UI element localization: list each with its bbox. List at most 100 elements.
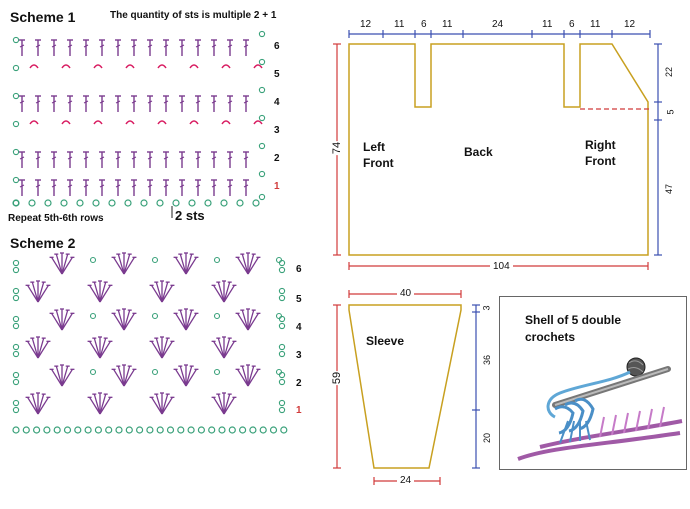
shell-stitch-symbol <box>223 340 235 359</box>
chain-stitch-symbol <box>89 312 97 320</box>
chain-stitch-symbol <box>166 426 175 434</box>
shell-stitch-symbol <box>223 281 231 303</box>
shell-stitch-symbol <box>151 396 163 415</box>
chain-stitch-symbol <box>228 426 236 434</box>
shell-stitch-symbol <box>37 337 45 359</box>
shell-stitch-symbol <box>93 281 101 303</box>
shell-stitch-symbol <box>55 253 63 275</box>
stitch-arc-symbol <box>93 120 103 125</box>
chain-stitch-symbol <box>124 199 132 207</box>
turning-chain-symbol <box>278 287 286 295</box>
shell-stitch-symbol <box>51 312 63 331</box>
double-crochet-symbol <box>67 184 73 188</box>
shell-stitch-caption: Shell of 5 double crochets <box>525 312 621 346</box>
scheme1-row-number-2: 2 <box>274 153 280 164</box>
shell-stitch-symbol <box>117 253 125 275</box>
turning-chain-symbol <box>278 399 286 407</box>
shell-stitch-symbol <box>179 365 187 387</box>
double-crochet-symbol <box>179 184 185 188</box>
double-crochet-symbol <box>243 184 249 188</box>
chain-stitch-symbol <box>28 199 36 207</box>
stitch-arc-symbol <box>61 120 71 125</box>
turning-chain-symbol <box>278 378 286 386</box>
chain-stitch-symbol <box>213 368 221 376</box>
turning-chain-symbol <box>12 199 20 207</box>
chain-stitch-symbol <box>151 312 159 320</box>
turning-chain-symbol <box>12 406 20 414</box>
chain-stitch-symbol <box>44 199 52 207</box>
shell-stitch-symbol <box>93 337 101 359</box>
scheme1-row-number-4: 4 <box>274 97 280 108</box>
right-front-label-line: Front <box>585 154 616 168</box>
turning-chain-symbol <box>12 266 20 274</box>
shell-stitch-symbol <box>161 393 169 415</box>
shell-stitch-symbol <box>185 309 193 331</box>
shell-stitch-photo: Shell of 5 double crochets <box>499 296 687 470</box>
double-crochet-symbol <box>195 156 201 160</box>
shell-stitch-symbol <box>213 396 225 415</box>
double-crochet-symbol <box>211 184 217 188</box>
double-crochet-symbol <box>211 156 217 160</box>
double-crochet-symbol <box>227 184 233 188</box>
shell-stitch-symbol <box>113 312 125 331</box>
scheme1-row-number-1: 1 <box>274 181 280 192</box>
shell-stitch-symbol <box>185 365 193 387</box>
shell-stitch-symbol <box>31 281 39 303</box>
shell-stitch-symbol <box>37 281 45 303</box>
turning-chain-symbol <box>12 120 20 128</box>
shell-stitch-symbol <box>241 309 249 331</box>
stitch-arc-symbol <box>157 64 167 69</box>
double-crochet-symbol <box>115 100 121 104</box>
shell-stitch-symbol <box>151 340 163 359</box>
turning-chain-symbol <box>12 378 20 386</box>
double-crochet-symbol <box>163 100 169 104</box>
double-crochet-symbol <box>83 44 89 48</box>
shell-stitch-symbol <box>99 396 111 415</box>
turning-chain-symbol <box>258 30 266 38</box>
double-crochet-symbol <box>243 156 249 160</box>
double-crochet-symbol <box>115 156 121 160</box>
shell-stitch-symbol <box>89 340 101 359</box>
double-crochet-symbol <box>35 184 41 188</box>
scheme1-title: Scheme 1 <box>10 9 76 25</box>
shell-stitch-symbol <box>223 284 235 303</box>
shell-stitch-symbol <box>99 337 107 359</box>
shell-stitch-symbol <box>213 284 225 303</box>
body-width-label: 11 <box>542 19 553 30</box>
shell-stitch-symbol <box>161 396 173 415</box>
scheme1-row-number-6: 6 <box>274 41 280 52</box>
shell-stitch-symbol <box>123 368 135 387</box>
turning-chain-symbol <box>278 343 286 351</box>
double-crochet-symbol <box>51 100 57 104</box>
scheme1-row-number-3: 3 <box>274 125 280 136</box>
sleeve-height-middle: 36 <box>482 354 493 366</box>
double-crochet-symbol <box>195 184 201 188</box>
double-crochet-symbol <box>67 156 73 160</box>
double-crochet-symbol <box>19 156 25 160</box>
turning-chain-symbol <box>12 322 20 330</box>
double-crochet-symbol <box>227 100 233 104</box>
double-crochet-symbol <box>51 44 57 48</box>
body-bottom-width: 104 <box>490 261 513 272</box>
turning-chain-symbol <box>258 114 266 122</box>
chain-stitch-symbol <box>172 199 180 207</box>
sleeve-top-width: 40 <box>397 288 415 299</box>
left-front-label-line: Left <box>363 140 385 154</box>
body-width-label: 6 <box>569 19 575 30</box>
turning-chain-symbol <box>278 294 286 302</box>
double-crochet-symbol <box>35 44 41 48</box>
turning-chain-symbol <box>12 259 20 267</box>
shell-stitch-symbol <box>185 368 197 387</box>
stitch-arc-symbol <box>221 120 231 125</box>
turning-chain-symbol <box>12 294 20 302</box>
shell-stitch-symbol <box>113 256 125 275</box>
shell-stitch-symbol <box>161 340 173 359</box>
double-crochet-symbol <box>115 184 121 188</box>
turning-chain-symbol <box>278 350 286 358</box>
shell-stitch-symbol <box>51 256 63 275</box>
chain-stitch-symbol <box>53 426 61 434</box>
shell-stitch-symbol <box>61 365 69 387</box>
shell-stitch-symbol <box>155 393 163 415</box>
shell-stitch-symbol <box>99 340 111 359</box>
turning-chain-symbol <box>12 287 20 295</box>
